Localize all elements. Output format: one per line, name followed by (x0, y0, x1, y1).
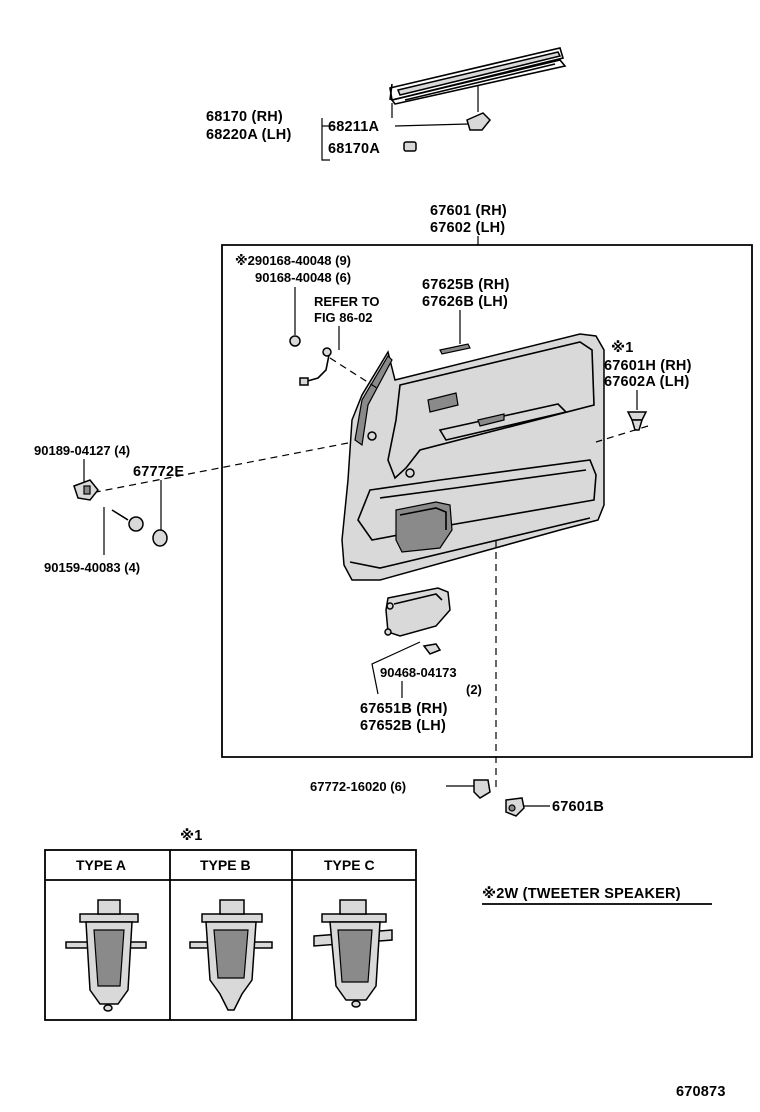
bolt-icon (111, 509, 144, 532)
pocket-screw-qty: (2) (466, 682, 482, 697)
figure-number: 670873 (676, 1084, 726, 1100)
clip-label-rh: 67601H (RH) (604, 358, 692, 374)
cap-icon (152, 529, 168, 547)
trim-clip-icon (626, 411, 648, 431)
trim-label-rh: 67601 (RH) (430, 203, 507, 219)
bottom-clip-b-label: 67601B (552, 799, 604, 815)
screw-a-label: ※290168-40048 (9) (235, 253, 351, 268)
screw-b-label: 90168-40048 (6) (255, 270, 351, 285)
pocket-screw-label: 90468-04173 (380, 665, 457, 680)
handle-label-lh: 67626B (LH) (422, 294, 508, 310)
type-b-header: TYPE B (200, 857, 251, 873)
type-c-header: TYPE C (324, 857, 375, 873)
cap-label: 67772E (133, 464, 184, 480)
handle-label-rh: 67625B (RH) (422, 277, 510, 293)
bottom-clip-label: 67772-16020 (6) (310, 779, 406, 794)
bottom-clip-b-icon (505, 797, 525, 817)
clip-label-lh: 67602A (LH) (604, 374, 689, 390)
moulding-clip-label: 68211A (328, 119, 380, 135)
trim-label-lh: 67602 (LH) (430, 220, 505, 236)
nut-icon (73, 479, 99, 501)
tweeter-note: ※2W (TWEETER SPEAKER) (482, 886, 681, 902)
refer-fig-label: FIG 86-02 (314, 310, 373, 325)
assembly-frame (221, 244, 753, 758)
moulding-label-lh: 68220A (LH) (206, 127, 291, 143)
refer-to-label: REFER TO (314, 294, 380, 309)
handle-bezel (439, 343, 471, 355)
screw-icon (289, 335, 301, 347)
moulding-clip (466, 86, 492, 131)
type-a-clip-icon (65, 899, 147, 1012)
pocket-screw-icon (422, 643, 442, 655)
type-a-header: TYPE A (76, 857, 126, 873)
moulding-clip-b (403, 141, 417, 152)
nut-label: 90189-04127 (4) (34, 443, 130, 458)
pocket-cover (384, 587, 451, 637)
pocket-label-rh: 67651B (RH) (360, 701, 448, 717)
moulding-label-rh: 68170 (RH) (206, 109, 283, 125)
belt-moulding (389, 47, 567, 105)
moulding-clip-b-label: 68170A (328, 141, 380, 157)
bottom-clip-icon (473, 779, 491, 799)
types-mark: ※1 (180, 828, 203, 844)
door-trim-panel (341, 333, 605, 581)
pocket-label-lh: 67652B (LH) (360, 718, 446, 734)
bolt-label: 90159-40083 (4) (44, 560, 140, 575)
type-c-clip-icon (313, 899, 393, 1008)
tweeter-harness (299, 347, 332, 386)
clip-mark: ※1 (611, 340, 634, 356)
types-table (44, 849, 417, 1021)
type-b-clip-icon (189, 899, 273, 1011)
